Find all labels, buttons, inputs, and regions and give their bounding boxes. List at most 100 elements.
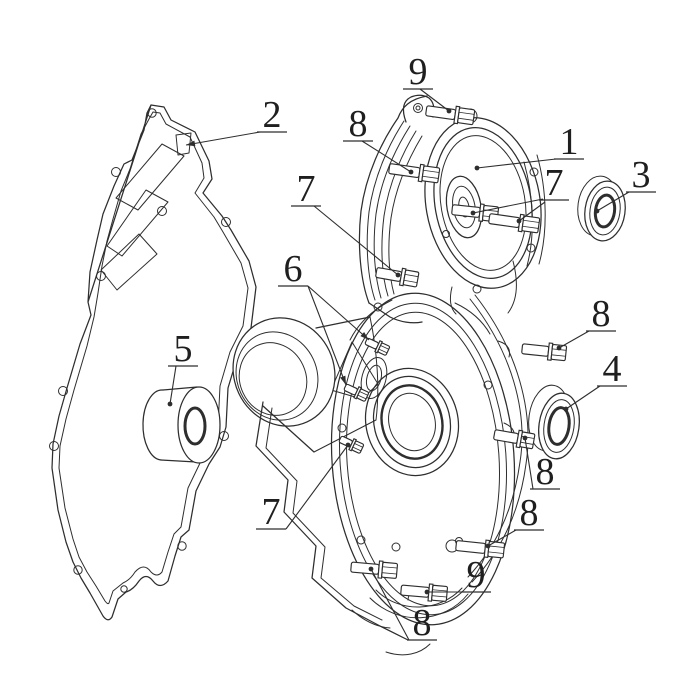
rim-hole <box>373 302 383 312</box>
gasket-bolt-holes <box>49 108 231 593</box>
callout-label-9: 9 <box>467 554 486 596</box>
leader-dot-icon <box>368 566 374 572</box>
leader-line <box>476 158 557 169</box>
callout-part-8: 8 <box>556 293 616 351</box>
leader-dot-icon <box>345 442 351 448</box>
bolt-hex-head <box>521 215 541 234</box>
callout-label-8: 8 <box>520 492 539 534</box>
bolt-hex-head <box>351 440 365 454</box>
bolt-hex-head <box>457 107 476 126</box>
bolt-head-facet <box>488 551 504 554</box>
snout-top-edge <box>315 316 371 329</box>
bottom-lip <box>351 609 391 629</box>
seal5-face <box>177 386 221 464</box>
neck-right-edge <box>507 260 517 314</box>
bolt-hex-head <box>377 342 391 356</box>
cover-fill-steps <box>256 400 424 656</box>
callout-part-3: 3 <box>594 154 656 214</box>
bolt-head-facet <box>522 225 539 229</box>
leader-line <box>307 285 347 386</box>
bolt-head-facet <box>520 441 534 445</box>
callout-part-7: 7 <box>256 442 351 533</box>
leader-line <box>169 365 177 405</box>
leader-line <box>419 88 450 112</box>
callout-label-8: 8 <box>536 451 555 493</box>
callout-label-7: 7 <box>545 162 564 204</box>
bell-rim-hole <box>472 284 482 294</box>
oil-seal-4 <box>528 384 580 460</box>
callout-part-8: 8 <box>522 435 560 493</box>
crank-collar <box>372 375 452 469</box>
lower-inner-rim <box>338 302 508 616</box>
bell-rim-hole <box>526 243 536 253</box>
gear-cover <box>232 94 546 656</box>
bolt-head-facet <box>359 391 368 396</box>
callout-label-7: 7 <box>297 168 316 210</box>
leader-line <box>285 444 349 530</box>
bolt-head-facet <box>381 572 397 575</box>
gasket-window <box>100 233 158 291</box>
bolt-hex-head <box>550 343 568 362</box>
leader-line <box>472 198 544 214</box>
bolt-head-facet <box>551 354 566 357</box>
callout-label-2: 2 <box>263 94 282 136</box>
bolt-head-facet <box>488 545 505 548</box>
seal5-body-lines <box>160 386 198 463</box>
callout-part-2: 2 <box>185 94 287 147</box>
bolt-head-facet <box>404 273 419 278</box>
bolt-head-facet <box>431 595 447 598</box>
bolt-hex-head <box>431 584 449 602</box>
bolt-head-facet <box>382 566 398 569</box>
step-edge-inner <box>265 407 383 621</box>
rim-hole <box>391 542 401 552</box>
callout-part-7: 7 <box>291 168 401 278</box>
bolt-head-facet <box>458 117 474 121</box>
bolt-head-facet <box>357 394 367 400</box>
pump-body-bottom <box>313 419 377 453</box>
bolt-part-7 <box>488 213 541 234</box>
bolt-part-8 <box>455 539 506 559</box>
callout-part-4: 4 <box>563 348 627 412</box>
top-ear-hole-inner <box>415 105 421 111</box>
seal4-lip-ring <box>547 406 571 446</box>
flange-rib <box>366 120 405 301</box>
callout-label-9: 9 <box>409 51 428 93</box>
callout-label-3: 3 <box>632 154 651 196</box>
callout-label-6: 6 <box>284 248 303 290</box>
gasket-window <box>106 189 169 257</box>
leader-dot-icon <box>594 208 600 214</box>
leader-dot-icon <box>470 210 476 216</box>
oil-boss <box>360 356 388 400</box>
leader-dot-icon <box>522 435 528 441</box>
flange-bottom-edge <box>368 302 423 324</box>
bolt-hex-head <box>519 431 536 450</box>
leader-line <box>313 205 399 276</box>
bell-side-depth-line <box>536 154 546 265</box>
crank-boss <box>364 367 460 477</box>
bolt-hex-head <box>402 269 420 288</box>
leader-arrowhead-icon <box>360 331 369 340</box>
seal3-ring <box>589 186 621 236</box>
callout-part-8: 8 <box>343 103 414 175</box>
bell-opening <box>439 135 527 271</box>
leader-arrowhead-icon <box>340 375 346 385</box>
bolt-head-facet <box>422 175 439 179</box>
leader-line <box>558 330 590 349</box>
cover-fill-bell <box>424 117 542 289</box>
bolt-head-facet <box>352 446 362 452</box>
bolt-head-facet <box>458 111 475 115</box>
callout-label-5: 5 <box>174 328 193 370</box>
leader-dot-icon <box>424 589 430 595</box>
step-edge-outer <box>255 401 409 641</box>
snout-bore <box>238 342 308 416</box>
bolt-ear <box>497 340 510 358</box>
lower-outer-rim <box>330 292 516 626</box>
bottom-inner-arc <box>369 593 469 619</box>
bolt-head-facet <box>423 169 440 173</box>
leader-dot-icon <box>474 165 480 171</box>
neck-left-edge <box>449 286 457 315</box>
callout-part-6: 6 <box>278 248 370 386</box>
pump-body-edge <box>369 316 379 421</box>
gasket-window <box>115 143 185 211</box>
